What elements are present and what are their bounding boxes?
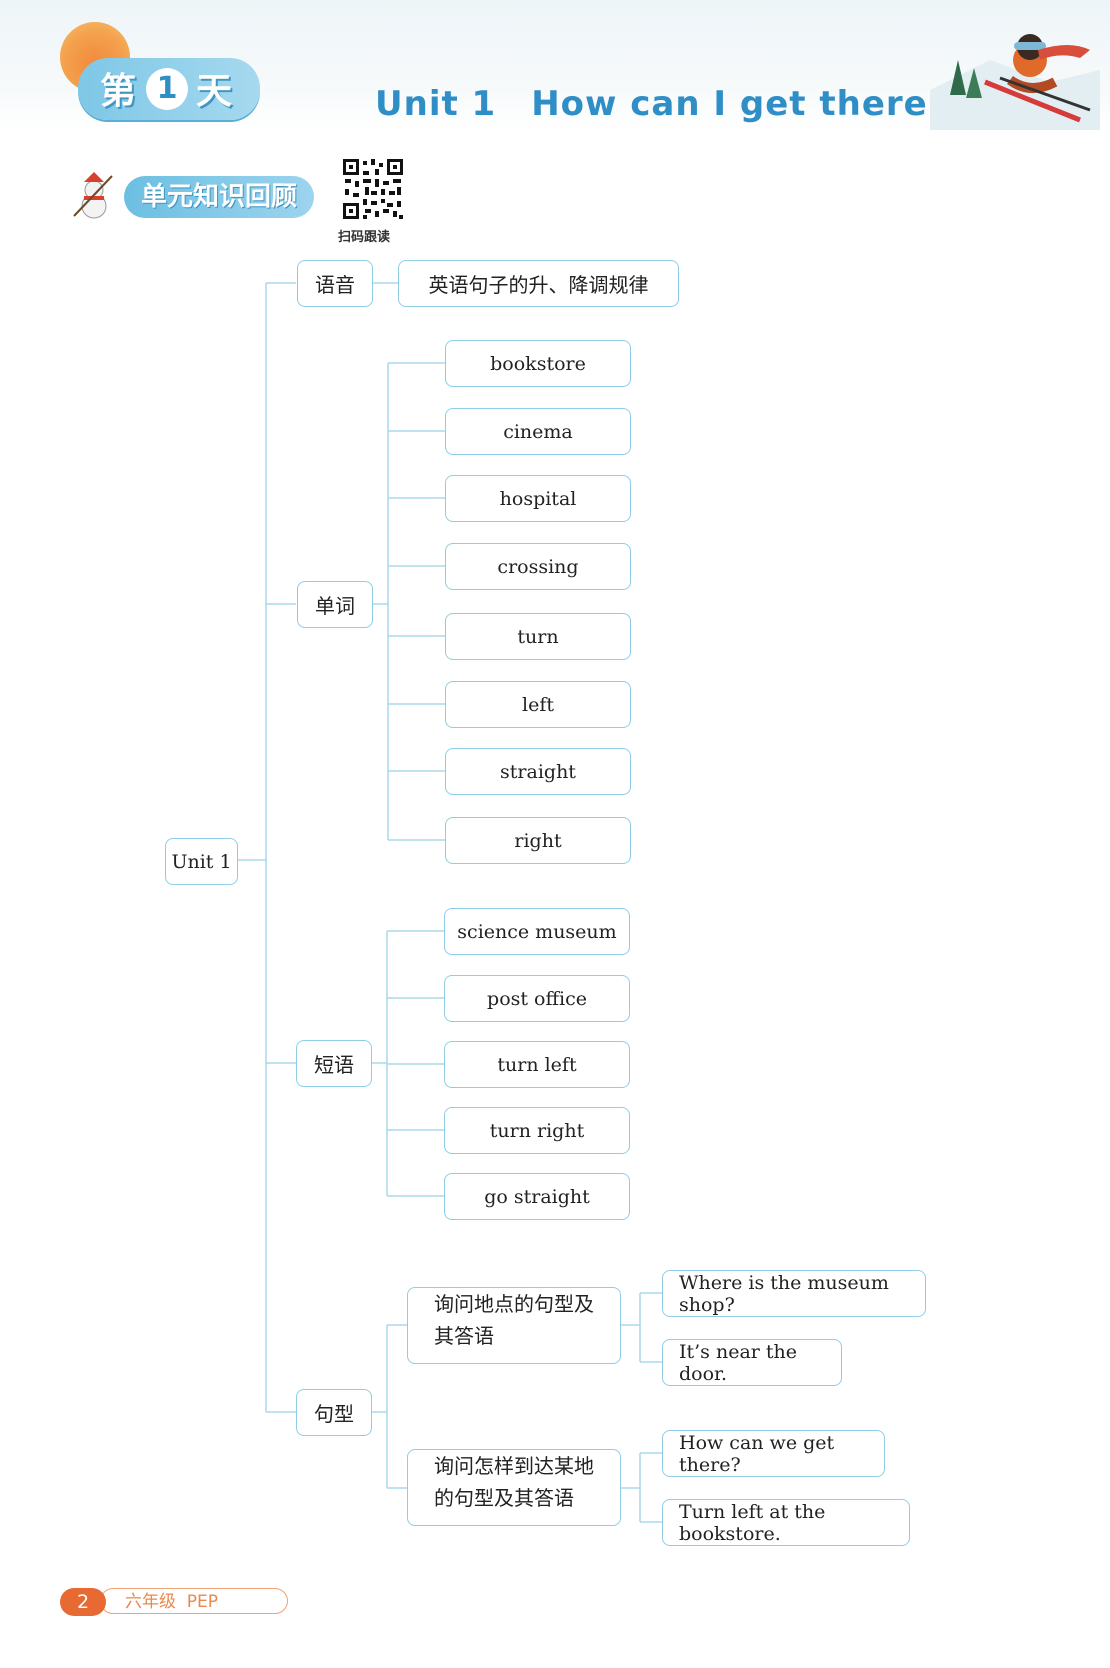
section-title: 单元知识回顾 — [124, 176, 314, 218]
branch-sentences: 句型 — [296, 1389, 372, 1436]
day-badge: 第 1 天 — [78, 58, 260, 120]
skier-illustration — [930, 34, 1100, 130]
group-line: 的句型及其答语 — [434, 1486, 574, 1510]
group-line: 询问怎样到达某地 — [434, 1454, 594, 1478]
review-banner: 单元知识回顾 — [66, 172, 316, 222]
qr-caption: 扫码跟读 — [338, 230, 391, 245]
branch-words: 单词 — [297, 581, 373, 628]
phrase-item: turn right — [444, 1107, 630, 1154]
grade-label: 六年级 PEP — [100, 1588, 288, 1614]
word-item: left — [445, 681, 631, 728]
word-item: bookstore — [445, 340, 631, 387]
sentence-item: Turn left at the bookstore. — [662, 1499, 910, 1546]
sentence-item: Where is the museum shop? — [662, 1270, 926, 1317]
day-suffix: 天 — [196, 71, 233, 112]
day-prefix: 第 — [100, 71, 137, 112]
sentence-item: It’s near the door. — [662, 1339, 842, 1386]
phrase-item: go straight — [444, 1173, 630, 1220]
unit-title: Unit 1 How can I get there? — [375, 84, 949, 124]
group-line: 询问地点的句型及 — [434, 1292, 594, 1316]
sentence-group-directions: 询问怎样到达某地 的句型及其答语 — [407, 1449, 621, 1526]
phrase-item: science museum — [444, 908, 630, 955]
pronunciation-item: 英语句子的升、降调规律 — [398, 260, 679, 307]
sentence-item: How can we get there? — [662, 1430, 885, 1477]
word-item: crossing — [445, 543, 631, 590]
qr-code-icon[interactable] — [341, 157, 405, 221]
word-item: turn — [445, 613, 631, 660]
page-number: 2 — [60, 1588, 106, 1616]
sentence-group-location: 询问地点的句型及 其答语 — [407, 1287, 621, 1364]
phrase-item: turn left — [444, 1041, 630, 1088]
word-item: right — [445, 817, 631, 864]
group-line: 其答语 — [434, 1324, 494, 1348]
root-node: Unit 1 — [165, 838, 238, 885]
word-item: straight — [445, 748, 631, 795]
word-item: cinema — [445, 408, 631, 455]
word-item: hospital — [445, 475, 631, 522]
phrase-item: post office — [444, 975, 630, 1022]
branch-phrases: 短语 — [296, 1040, 372, 1087]
branch-pronunciation: 语音 — [297, 260, 373, 307]
day-number: 1 — [146, 68, 188, 110]
snowman-icon — [73, 172, 113, 219]
